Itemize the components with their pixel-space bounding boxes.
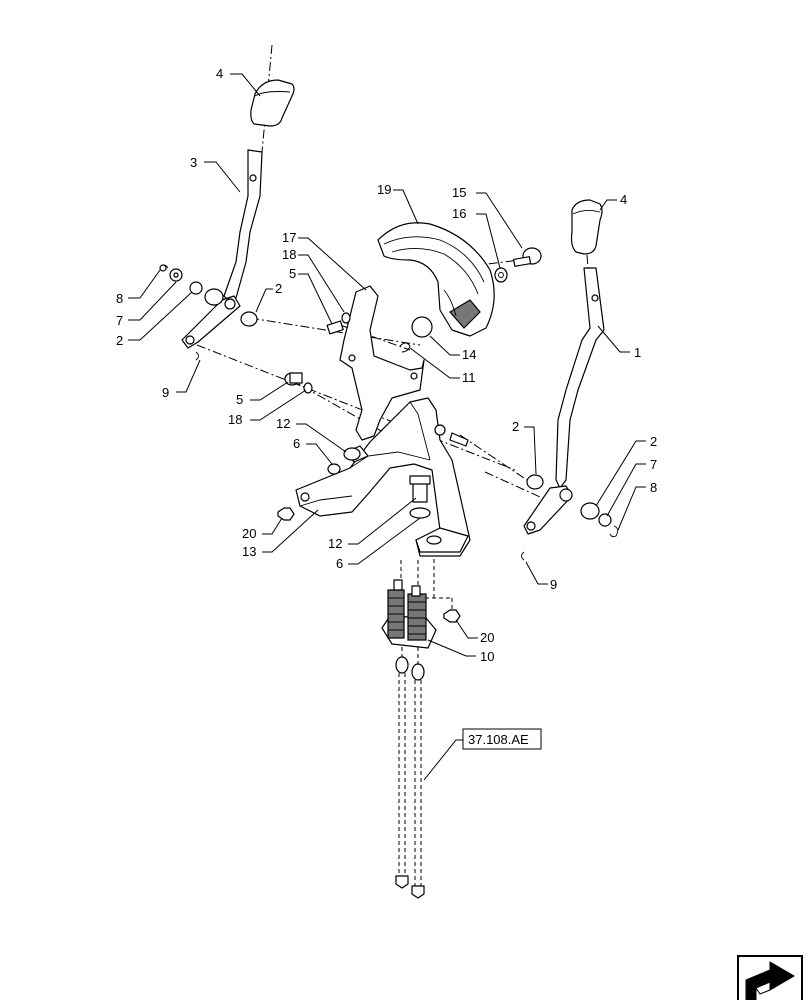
callout-5-upper: 5 bbox=[289, 266, 296, 281]
reference-link-37-108-ae[interactable]: 37.108.AE bbox=[462, 728, 542, 750]
callout-20-right: 20 bbox=[480, 630, 494, 645]
left-pin-bushing[interactable] bbox=[240, 311, 258, 327]
bushing-14[interactable] bbox=[411, 316, 433, 338]
callout-2-left: 2 bbox=[116, 333, 123, 348]
callout-2-rightpin: 2 bbox=[512, 419, 519, 434]
callout-6-left: 6 bbox=[293, 436, 300, 451]
callout-5-lower: 5 bbox=[236, 392, 243, 407]
washer-6-center[interactable] bbox=[409, 507, 431, 519]
next-arrow-icon[interactable] bbox=[737, 955, 803, 1000]
leader-lines bbox=[128, 73, 646, 781]
callout-12-center: 12 bbox=[328, 536, 342, 551]
washer-6-left[interactable] bbox=[327, 463, 341, 475]
right-link-plate[interactable] bbox=[523, 485, 573, 535]
callout-labels: 4 3 8 7 2 9 2 17 18 5 5 18 19 15 16 14 1… bbox=[116, 66, 657, 664]
nut-20-right[interactable] bbox=[443, 609, 461, 623]
bellows-and-rods bbox=[381, 579, 437, 899]
callout-11: 11 bbox=[462, 370, 476, 385]
left-bushing[interactable] bbox=[204, 288, 224, 306]
pedal-support-bracket[interactable] bbox=[295, 397, 471, 557]
callout-8-right: 8 bbox=[650, 480, 657, 495]
callout-13: 13 bbox=[242, 544, 256, 559]
callout-4-right: 4 bbox=[620, 192, 627, 207]
left-lever-assembly bbox=[159, 79, 295, 361]
right-pin-bushing[interactable] bbox=[526, 474, 544, 490]
bellows-boot[interactable] bbox=[381, 579, 437, 649]
control-rods[interactable] bbox=[395, 656, 425, 899]
callout-18-lower: 18 bbox=[228, 412, 242, 427]
callout-6-center: 6 bbox=[336, 556, 343, 571]
callout-1: 1 bbox=[634, 345, 641, 360]
lever-cover-boot[interactable] bbox=[377, 222, 495, 337]
callout-20-left: 20 bbox=[242, 526, 256, 541]
callout-18-upper: 18 bbox=[282, 247, 296, 262]
screw-5-upper[interactable] bbox=[326, 320, 344, 335]
left-washer[interactable] bbox=[189, 281, 203, 295]
left-lever-knob[interactable] bbox=[250, 79, 295, 127]
callout-9-right: 9 bbox=[550, 577, 557, 592]
callout-9-left: 9 bbox=[162, 385, 169, 400]
callout-10: 10 bbox=[480, 649, 494, 664]
fasteners bbox=[159, 247, 542, 623]
callout-14: 14 bbox=[462, 347, 476, 362]
callout-3: 3 bbox=[190, 155, 197, 170]
right-lever-knob[interactable] bbox=[570, 199, 603, 255]
callout-2-right: 2 bbox=[650, 434, 657, 449]
callout-7-right: 7 bbox=[650, 457, 657, 472]
callout-15: 15 bbox=[452, 185, 466, 200]
callout-7-left: 7 bbox=[116, 313, 123, 328]
right-washer[interactable] bbox=[598, 513, 612, 527]
callout-12-left: 12 bbox=[276, 416, 290, 431]
shift-gate-plate[interactable] bbox=[339, 285, 425, 441]
center-lines bbox=[196, 44, 589, 668]
nut-20-left[interactable] bbox=[277, 507, 295, 521]
callout-16: 16 bbox=[452, 206, 466, 221]
reference-label: 37.108.AE bbox=[468, 732, 529, 747]
right-bushing[interactable] bbox=[580, 502, 600, 520]
left-link-plate[interactable] bbox=[181, 295, 241, 349]
callout-8-left: 8 bbox=[116, 291, 123, 306]
washer-16[interactable] bbox=[494, 267, 508, 283]
callout-19: 19 bbox=[377, 182, 391, 197]
clip-11[interactable] bbox=[399, 342, 411, 353]
callout-17: 17 bbox=[282, 230, 296, 245]
washer-18-lower[interactable] bbox=[303, 382, 313, 394]
left-lever-arm[interactable] bbox=[223, 149, 263, 301]
callout-4-left: 4 bbox=[216, 66, 223, 81]
callout-2-leftpin: 2 bbox=[275, 281, 282, 296]
